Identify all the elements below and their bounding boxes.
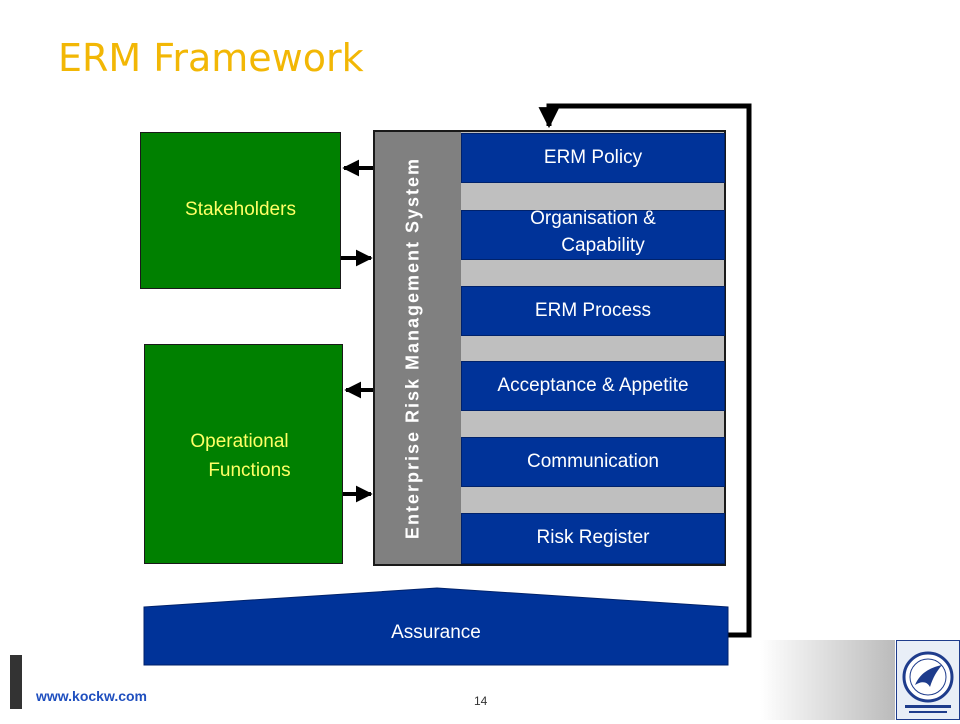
erm-process-box[interactable]: ERM Process — [461, 286, 725, 336]
risk-register-label: Risk Register — [536, 527, 650, 549]
acceptance-appetite-label: Acceptance & Appetite — [497, 374, 689, 396]
stakeholders-label: Stakeholders — [185, 199, 296, 221]
footer-gradient — [760, 640, 895, 720]
company-logo-icon — [902, 651, 954, 713]
risk-register-box[interactable]: Risk Register — [461, 513, 725, 564]
erm-system-strip — [375, 132, 461, 564]
erm-policy-label: ERM Policy — [543, 146, 643, 168]
organisation-label-line2: Capability — [561, 235, 645, 256]
operational-label-line1: Operational — [190, 431, 289, 452]
assurance-shape — [143, 587, 729, 666]
footer-url[interactable]: www.kockw.com — [36, 688, 147, 704]
page-title: ERM Framework — [58, 36, 364, 80]
feedback-loop-line — [538, 103, 752, 638]
organisation-label-line1: Organisation & — [530, 208, 656, 230]
communication-box[interactable]: Communication — [461, 437, 725, 487]
organisation-capability-box[interactable]: Organisation & Capability — [461, 208, 725, 260]
acceptance-appetite-box[interactable]: Acceptance & Appetite — [461, 361, 725, 411]
erm-policy-box[interactable]: ERM Policy — [461, 133, 725, 183]
footer-accent-bar — [10, 655, 22, 709]
operational-functions-box[interactable]: Operational Functions — [144, 344, 343, 564]
page-number: 14 — [474, 694, 488, 708]
communication-label: Communication — [527, 450, 659, 472]
assurance-box[interactable]: Assurance — [144, 604, 728, 662]
assurance-label: Assurance — [391, 622, 481, 643]
erm-process-label: ERM Process — [534, 299, 652, 321]
company-logo — [896, 640, 960, 720]
stakeholders-box[interactable]: Stakeholders — [140, 132, 341, 289]
operational-label-line2: Functions — [208, 460, 291, 481]
